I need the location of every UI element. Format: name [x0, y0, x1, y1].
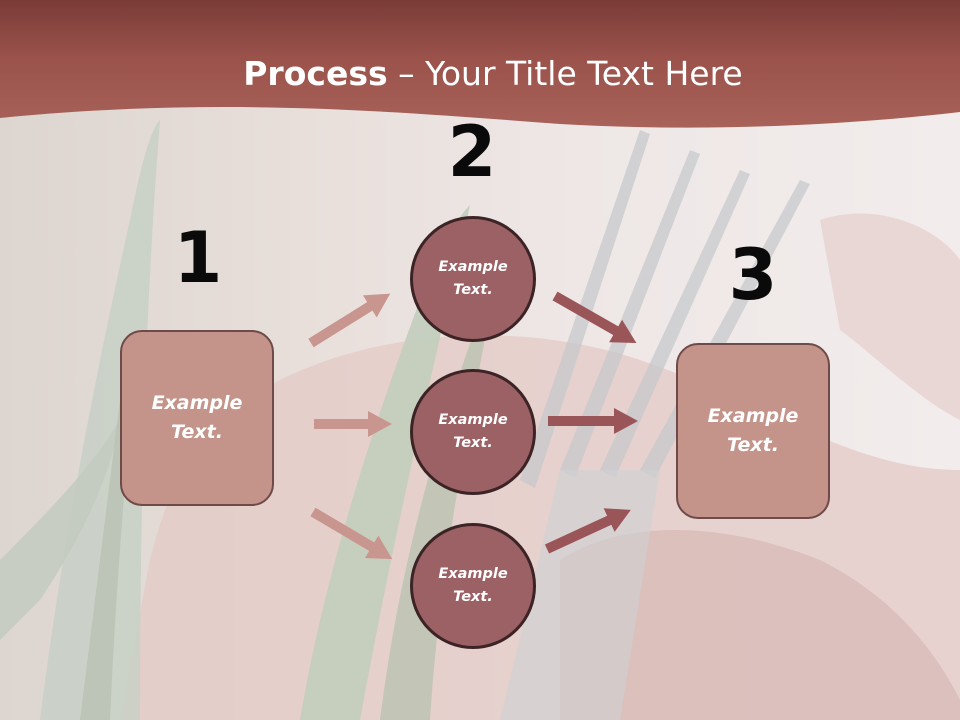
step-number-1: 1	[173, 217, 223, 299]
title-rest: – Your Title Text Here	[387, 54, 743, 93]
arrow-circle2-to-box3	[548, 408, 638, 434]
arrow-box1-to-circle1	[308, 293, 391, 348]
header-band	[0, 0, 960, 128]
step-number-2: 2	[447, 111, 497, 193]
step-circle-3-line-1: Example	[438, 566, 508, 582]
step-box-1-line-2: Text.	[171, 421, 223, 443]
step-number-3: 3	[728, 234, 778, 316]
step-circle-1-line-1: Example	[438, 259, 508, 275]
slide-title: Process – Your Title Text Here	[0, 52, 960, 96]
arrow-circle1-to-box3	[552, 291, 637, 343]
arrow-box1-to-circle3	[310, 507, 393, 560]
step-box-1-line-1: Example	[151, 392, 243, 414]
title-bold: Process	[243, 54, 388, 93]
step-circle-2-line-1: Example	[438, 412, 508, 428]
step-box-3-line-2: Text.	[727, 434, 779, 456]
arrow-circle3-to-box3	[544, 508, 631, 554]
step-circle-1-line-2: Text.	[453, 282, 493, 298]
step-box-3-line-1: Example	[707, 405, 799, 427]
step-circle-2-line-2: Text.	[453, 435, 493, 451]
step-circle-3-line-2: Text.	[453, 589, 493, 605]
arrow-box1-to-circle2	[314, 411, 392, 437]
